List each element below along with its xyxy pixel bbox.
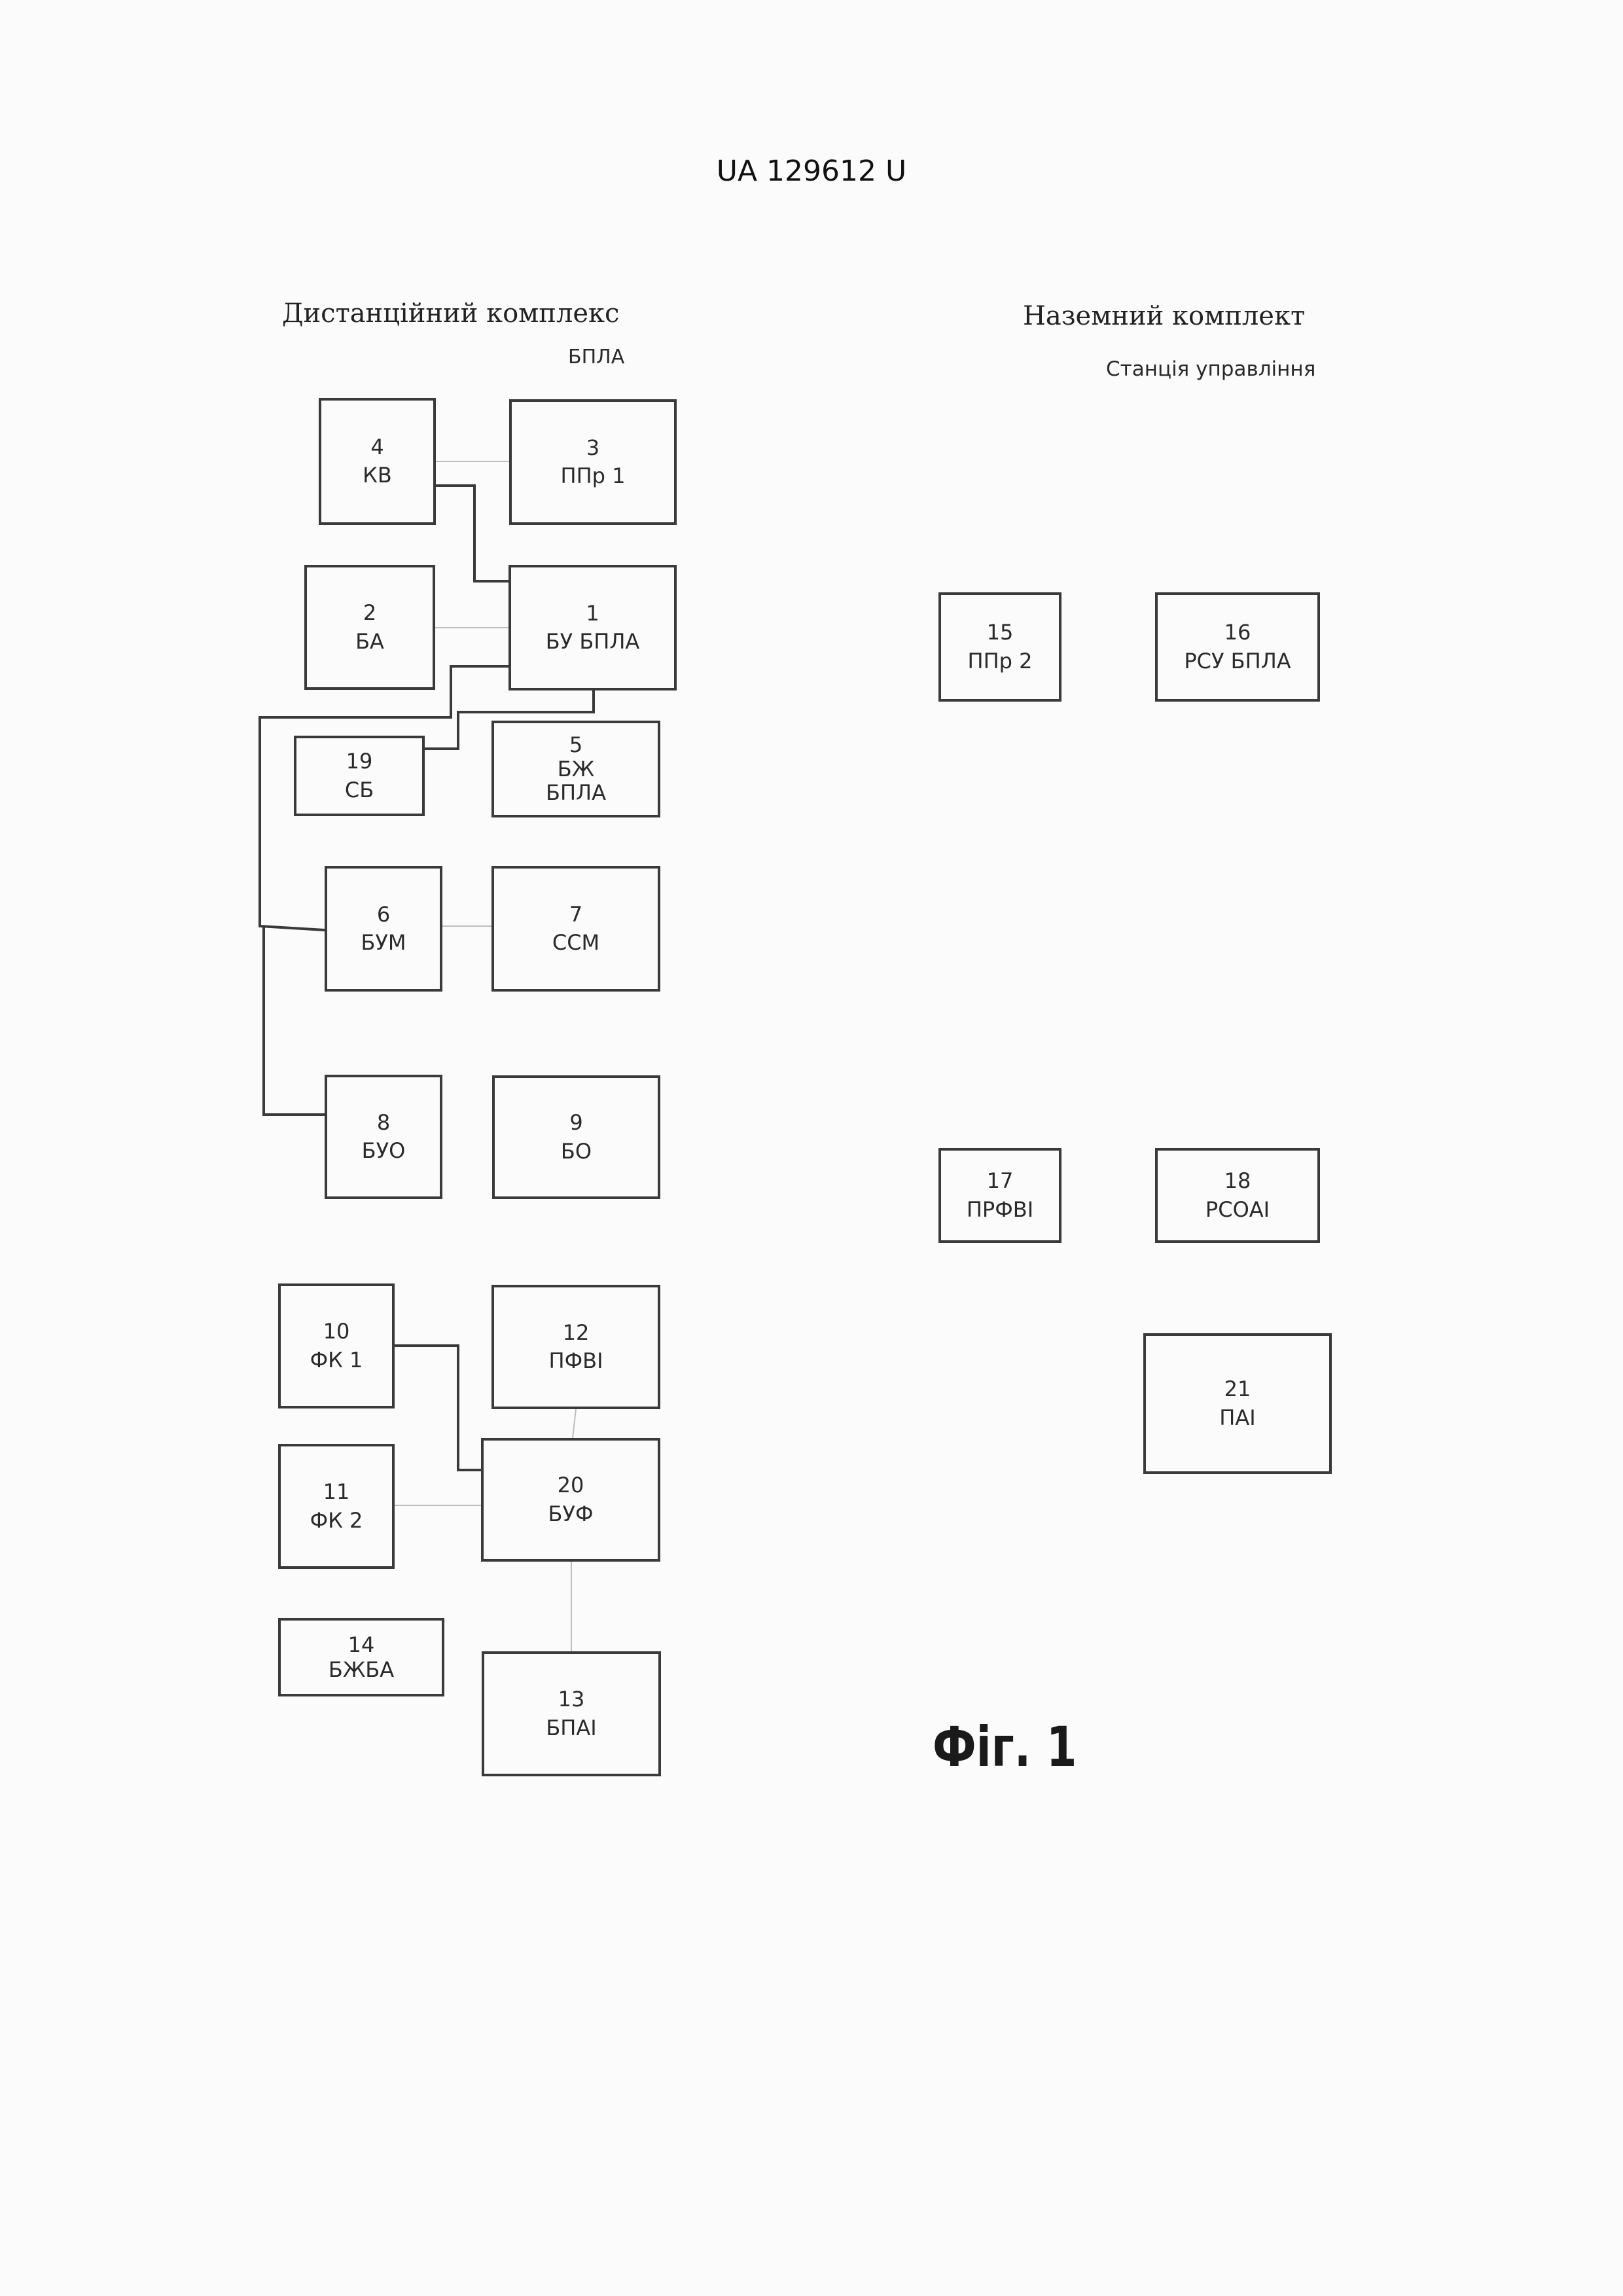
block-name: РСУ БПЛА xyxy=(1184,648,1291,673)
block-name: ППр 1 xyxy=(560,463,626,488)
block-number: 14 xyxy=(348,1632,375,1657)
block-number: 10 xyxy=(323,1319,350,1344)
block-number: 19 xyxy=(346,749,373,774)
block-number: 6 xyxy=(376,901,391,927)
block-name: КВ xyxy=(363,463,392,488)
block-name: ПРФВІ xyxy=(966,1196,1034,1222)
block-name: БЖ БПЛА xyxy=(546,756,606,806)
block-number: 4 xyxy=(370,434,384,459)
block-name: БЖБА xyxy=(328,1657,395,1682)
block-name: БУМ xyxy=(361,930,406,955)
block-name: БУО xyxy=(361,1138,406,1163)
document-number: UA 129612 U xyxy=(716,154,907,188)
block-1-bu-bpla: 1 БУ БПЛА xyxy=(508,565,677,691)
block-number: 17 xyxy=(986,1168,1014,1194)
block-number: 16 xyxy=(1224,620,1251,645)
line-kv-bu xyxy=(436,484,508,583)
block-name: БА xyxy=(355,628,384,654)
remote-complex-label: Дистанційний комплекс xyxy=(282,298,620,329)
ground-complex-label: Наземний комплект xyxy=(1023,301,1306,331)
control-station-label: Станція управління xyxy=(1106,357,1316,381)
block-name: БО xyxy=(560,1138,592,1164)
faint-line-pfvi-buf xyxy=(572,1408,577,1439)
block-number: 12 xyxy=(562,1319,590,1345)
block-10-fk1: 10 ФК 1 xyxy=(278,1283,395,1408)
block-number: 15 xyxy=(986,620,1014,645)
block-number: 11 xyxy=(323,1479,350,1505)
line-fk1-buf xyxy=(395,1344,482,1471)
block-number: 18 xyxy=(1224,1168,1251,1194)
block-number: 5 xyxy=(569,732,583,757)
uav-label: БПЛА xyxy=(568,346,625,368)
block-name: РСОАІ xyxy=(1205,1196,1270,1222)
block-number: 20 xyxy=(557,1473,584,1498)
line-bum-buo xyxy=(262,926,325,1116)
block-name: ПАІ xyxy=(1219,1405,1256,1430)
block-name: ППр 2 xyxy=(967,648,1033,673)
block-number: 1 xyxy=(586,600,599,626)
block-name: БУФ xyxy=(548,1501,594,1526)
block-number: 7 xyxy=(569,901,583,927)
block-number: 8 xyxy=(376,1109,391,1135)
block-name: ФК 1 xyxy=(310,1347,363,1372)
line-bu-sb xyxy=(425,691,595,750)
block-name: ФК 2 xyxy=(310,1507,363,1533)
figure-caption: Фіг. 1 xyxy=(933,1715,1077,1779)
block-name: БПАІ xyxy=(546,1715,597,1740)
block-name: ПФВІ xyxy=(548,1348,603,1373)
line-bu-bum xyxy=(259,665,508,931)
block-number: 9 xyxy=(569,1110,583,1136)
block-name: СБ xyxy=(344,777,374,802)
block-name: ССМ xyxy=(552,930,600,955)
block-name: БУ БПЛА xyxy=(545,629,640,654)
block-number: 3 xyxy=(586,435,600,460)
block-number: 21 xyxy=(1224,1376,1251,1402)
block-number: 2 xyxy=(363,600,377,626)
block-number: 13 xyxy=(558,1687,585,1712)
